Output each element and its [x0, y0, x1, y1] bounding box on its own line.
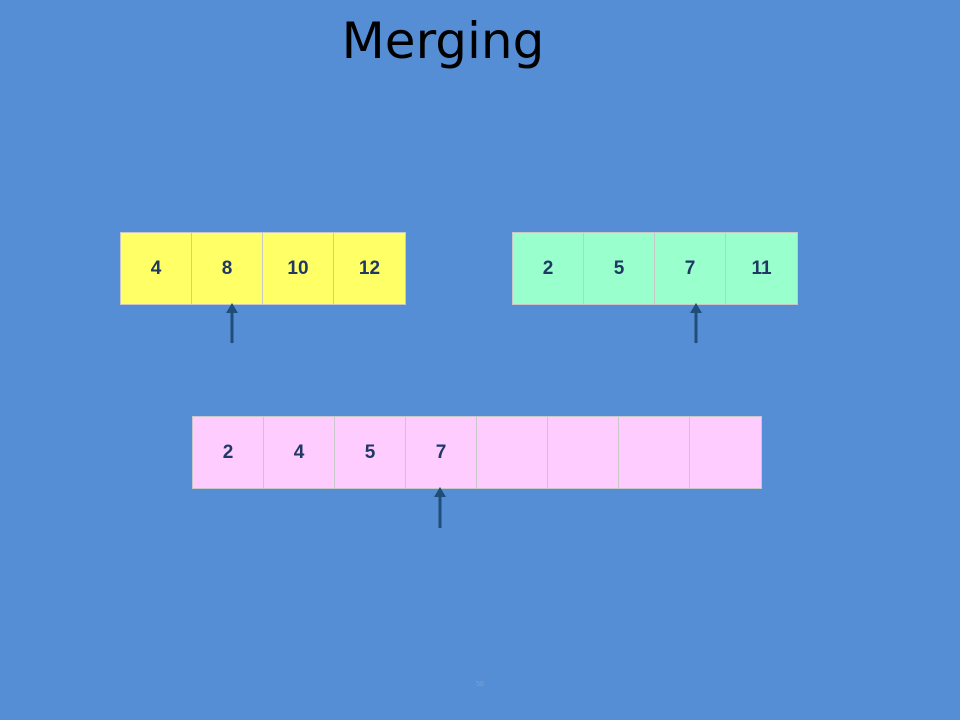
right-array-cell-0: 2: [513, 233, 584, 304]
left-array-cell-0: 4: [121, 233, 192, 304]
merged-array-cell-0: 2: [193, 417, 264, 488]
slide-title: Merging: [341, 12, 545, 70]
merged-array-cell-1: 4: [264, 417, 335, 488]
right-pointer-arrow-icon: [690, 303, 702, 343]
merged-array-cell-6: [619, 417, 690, 488]
merged-array-cell-2: 5: [335, 417, 406, 488]
left-array-cell-1: 8: [192, 233, 263, 304]
right-array-cell-2: 7: [655, 233, 726, 304]
merged-array-cell-4: [477, 417, 548, 488]
right-array-cell-1: 5: [584, 233, 655, 304]
merged-pointer-arrow-icon: [434, 487, 446, 528]
merged-array-cell-5: [548, 417, 619, 488]
slide-number: 56: [476, 681, 484, 688]
left-array-cell-2: 10: [263, 233, 334, 304]
right-array-cell-3: 11: [751, 257, 772, 279]
merged-array-cell-3: 7: [406, 417, 477, 488]
left-pointer-arrow-icon: [226, 303, 238, 343]
left-array-cell-3: 12: [358, 257, 381, 279]
merged-array-cell-7: [690, 417, 761, 488]
